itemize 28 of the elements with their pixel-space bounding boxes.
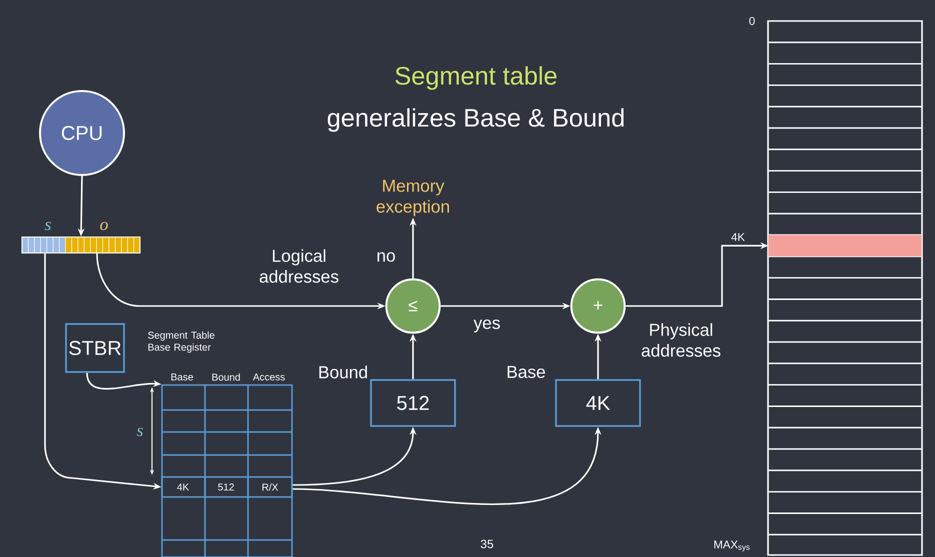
address-label: MAX$_{sys}$ [714,540,750,552]
memory-column [767,20,923,556]
register-box: 512 [370,379,456,427]
subtitle: generalizes Base & Bound [328,108,624,132]
exception-text: Memory exception [376,180,449,216]
index-letter: s [136,428,143,436]
column-header: Bound [212,373,240,381]
register-caption: Segment Table Base Register [148,331,214,353]
segment-table [161,384,293,557]
register-caption: Base [508,366,545,378]
edge-label: no [375,250,397,264]
register-box: 4K [555,379,641,427]
edge-label: yes [472,318,502,334]
register-box: STBR [65,323,125,373]
page-number: 35 [480,540,494,548]
address-label: 4K [731,233,745,241]
column-header: Base [171,374,193,380]
edge-label: Logical addresses [251,248,347,284]
field-letter: o [100,222,108,230]
address-label: 0 [749,17,755,25]
edge-label: Physical addresses [633,322,729,358]
title: Segment table [395,66,557,90]
column-header: Access [252,374,285,380]
table-row: 4K 512 R/X [161,476,293,498]
field-letter: s [44,222,51,230]
address-register [21,236,141,254]
highlighted-segment [768,235,922,256]
register-caption: Bound [319,366,367,378]
